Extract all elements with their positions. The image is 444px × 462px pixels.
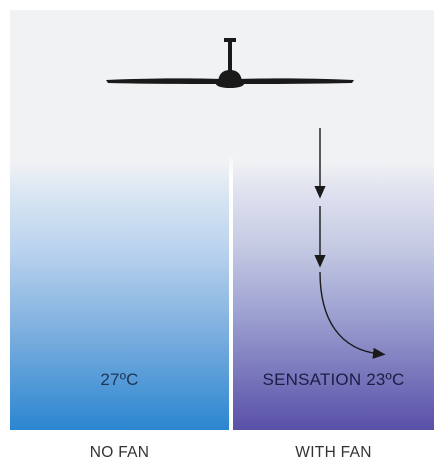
no-fan-temperature: 27ºC [100,370,139,389]
curved-arrow-icon [319,271,386,359]
panel-divider [229,10,233,430]
with-fan-caption: WITH FAN [295,444,372,461]
ceiling-fan-icon [106,38,354,88]
no-fan-caption: NO FAN [89,444,150,461]
airflow-arrows [314,128,386,359]
with-fan-temperature: SENSATION 23ºC [262,370,405,389]
